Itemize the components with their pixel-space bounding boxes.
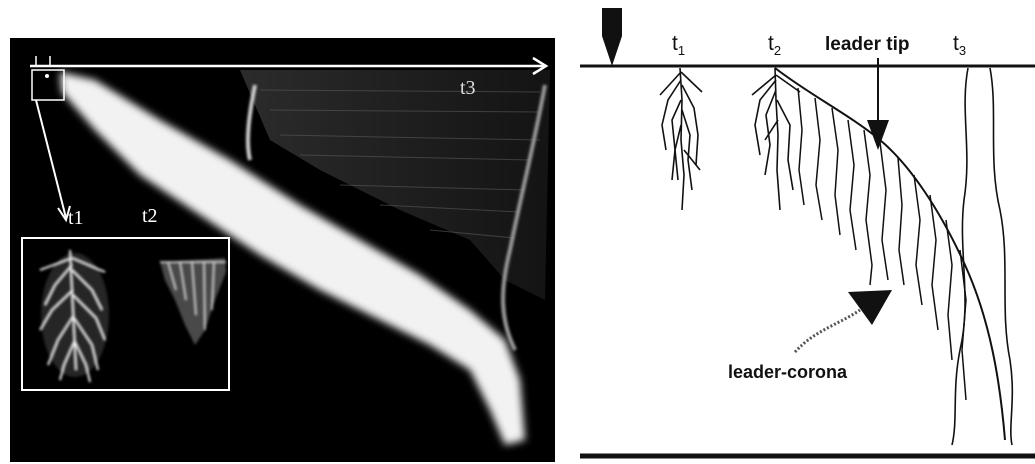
schematic-t3-label: t3 (953, 32, 966, 58)
schematic-panel: t1 t2 t3 leader tip (580, 0, 1035, 464)
leader-corona-label: leader-corona (728, 362, 848, 382)
streak-photo-panel: t1 t2 t3 (0, 0, 560, 464)
schematic-t2-label: t2 (768, 32, 781, 58)
streak-photo-svg: t1 t2 t3 (0, 0, 560, 464)
t3-label: t3 (460, 77, 476, 99)
corona-t1 (660, 68, 702, 210)
schematic-svg: t1 t2 t3 leader tip (580, 0, 1035, 464)
electrode-tip-icon (602, 8, 622, 66)
leader-channel (775, 68, 1005, 440)
schematic-t1-label: t1 (672, 32, 685, 58)
leader-corona-pointer (795, 310, 860, 352)
leader-tip-label: leader tip (825, 34, 909, 55)
leader-corona-marker (848, 290, 892, 325)
t2-label: t2 (142, 205, 158, 227)
corona-t2 (752, 68, 800, 210)
zoom-point (45, 74, 49, 78)
t1-label: t1 (68, 207, 84, 229)
